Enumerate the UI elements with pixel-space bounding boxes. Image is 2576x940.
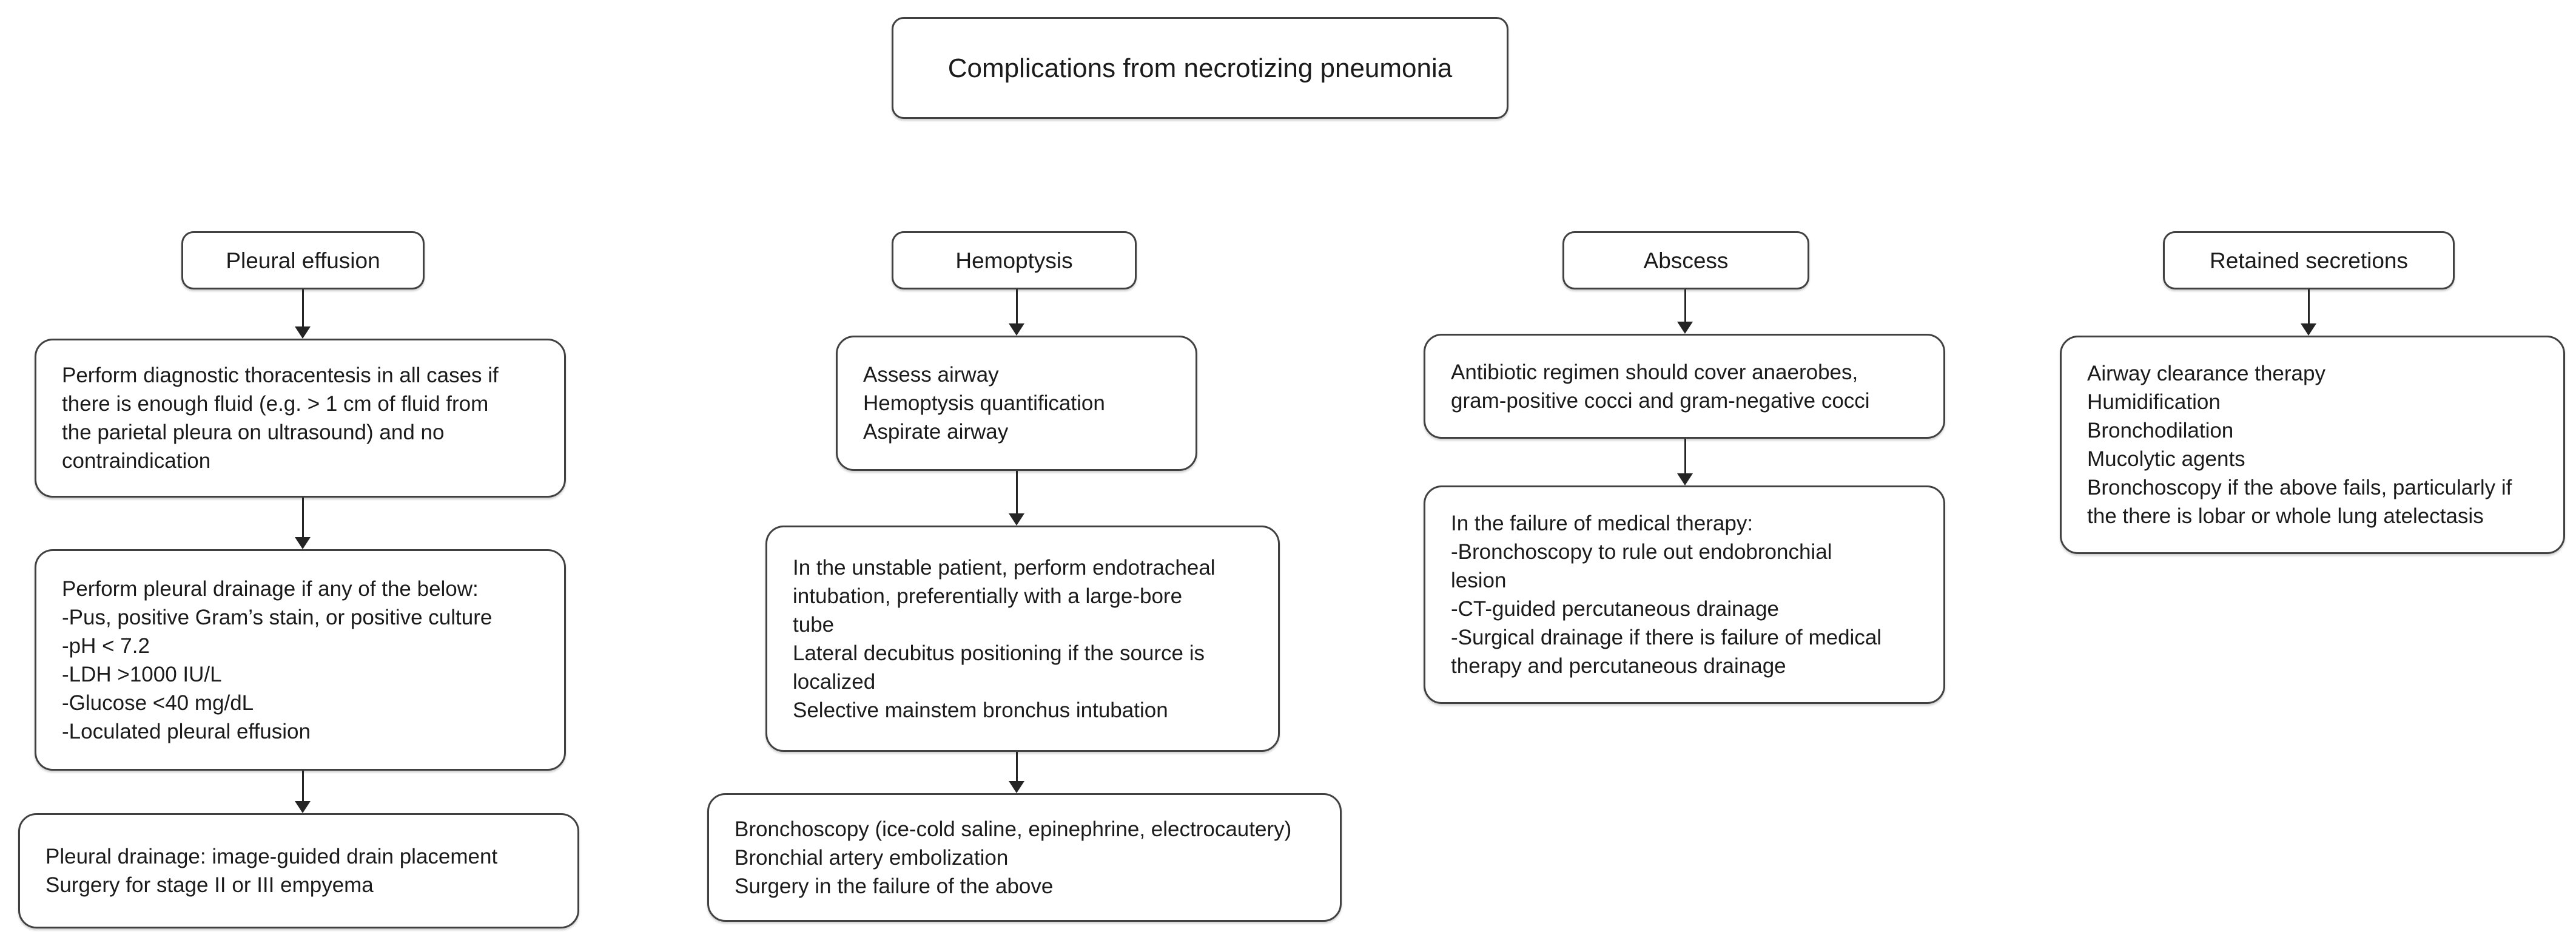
arrow-shaft (1684, 439, 1686, 476)
text-line: lesion (1451, 569, 1507, 592)
text-line: Airway clearance therapy (2087, 362, 2325, 385)
text-line: -pH < 7.2 (62, 634, 150, 658)
arrow-shaft (1015, 471, 1018, 516)
text-line: -Surgical drainage if there is failure o… (1451, 626, 1882, 649)
text-line: the parietal pleura on ultrasound) and n… (62, 421, 445, 444)
pleural-effusion-header: Pleural effusion (181, 231, 425, 289)
down-arrow-icon (1007, 471, 1026, 526)
text-line: Mucolytic agents (2087, 447, 2245, 471)
title-box: Complications from necrotizing pneumonia (892, 17, 1508, 119)
arrow-shaft (1015, 752, 1018, 783)
text-line: -LDH >1000 IU/L (62, 662, 222, 686)
text-line: tube (793, 612, 835, 637)
text-line: Bronchoscopy (ice-cold saline, epinephri… (735, 817, 1292, 841)
text-line: In the failure of medical therapy: (1451, 512, 1754, 535)
text-line: Pleural drainage: image-guided drain pla… (45, 845, 498, 868)
unstable-patient-box: In the unstable patient, perform endotra… (765, 526, 1280, 752)
text-line: Aspirate airway (863, 420, 1009, 444)
text-line: -Loculated pleural effusion (62, 719, 311, 743)
arrow-head (295, 801, 311, 813)
text-line: therapy and percutaneous drainage (1451, 654, 1786, 678)
arrow-head (1009, 781, 1024, 793)
text-line: Lateral decubitus positioning if the sou… (793, 641, 1205, 665)
text-line: the there is lobar or whole lung atelect… (2087, 504, 2484, 528)
antibiotic-regimen-box: Antibiotic regimen should cover anaerobe… (1424, 334, 1945, 439)
text-line: -Bronchoscopy to rule out endobronchial (1451, 540, 1832, 564)
down-arrow-icon (294, 498, 312, 549)
down-arrow-icon (1007, 289, 1026, 336)
text-line: Surgery in the failure of the above (735, 874, 1054, 898)
down-arrow-icon (1007, 752, 1026, 793)
text-line: Humidification (2087, 390, 2221, 414)
text-line: In the unstable patient, perform endotra… (793, 555, 1216, 580)
arrow-head (1009, 323, 1024, 336)
text-line: intubation, preferentially with a large-… (793, 584, 1183, 608)
text-line: Selective mainstem bronchus intubation (793, 698, 1168, 722)
arrow-shaft (301, 771, 304, 803)
airway-assessment-box: Assess airway Hemoptysis quantification … (836, 336, 1197, 471)
pleural-drainage-criteria-box: Perform pleural drainage if any of the b… (35, 549, 566, 771)
text-line: Bronchoscopy if the above fails, particu… (2087, 476, 2512, 499)
header-label: Retained secretions (2209, 248, 2409, 273)
hemoptysis-header: Hemoptysis (892, 231, 1137, 289)
arrow-head (2301, 323, 2316, 336)
text-line: -Pus, positive Gram’s stain, or positive… (62, 605, 493, 629)
arrow-head (1677, 322, 1693, 334)
text-line: Antibiotic regimen should cover anaerobe… (1451, 360, 1858, 384)
retained-secretions-header: Retained secretions (2163, 231, 2455, 289)
text-line: Bronchodilation (2087, 419, 2234, 442)
down-arrow-icon (294, 289, 312, 339)
down-arrow-icon (2299, 289, 2318, 336)
arrow-shaft (1684, 289, 1686, 324)
abscess-header: Abscess (1562, 231, 1809, 289)
arrow-head (1677, 473, 1693, 485)
arrow-head (1009, 513, 1024, 526)
text-line: Perform pleural drainage if any of the b… (62, 577, 479, 601)
pleural-drainage-treatment-box: Pleural drainage: image-guided drain pla… (18, 813, 579, 928)
header-label: Abscess (1643, 248, 1729, 273)
hemoptysis-treatment-box: Bronchoscopy (ice-cold saline, epinephri… (707, 793, 1342, 922)
text-line: Assess airway (863, 363, 999, 387)
down-arrow-icon (1676, 439, 1694, 485)
medical-therapy-failure-box: In the failure of medical therapy: -Bron… (1424, 485, 1945, 704)
text-line: there is enough fluid (e.g. > 1 cm of fl… (62, 392, 489, 416)
arrow-shaft (1015, 289, 1018, 326)
text-line: Bronchial artery embolization (735, 845, 1009, 870)
arrow-head (295, 537, 311, 549)
arrow-head (295, 326, 311, 339)
down-arrow-icon (1676, 289, 1694, 334)
down-arrow-icon (294, 771, 312, 813)
text-line: localized (793, 669, 876, 694)
text-line: -CT-guided percutaneous drainage (1451, 597, 1779, 621)
text-line: gram-positive cocci and gram-negative co… (1451, 388, 1870, 413)
header-label: Hemoptysis (955, 248, 1073, 273)
text-line: contraindication (62, 449, 211, 473)
text-line: Hemoptysis quantification (863, 391, 1105, 415)
text-line: Perform diagnostic thoracentesis in all … (62, 363, 499, 387)
text-line: Surgery for stage II or III empyema (45, 873, 374, 897)
thoracentesis-box: Perform diagnostic thoracentesis in all … (35, 339, 566, 498)
arrow-shaft (2307, 289, 2310, 326)
text-line: -Glucose <40 mg/dL (62, 691, 254, 715)
arrow-shaft (301, 289, 304, 329)
header-label: Pleural effusion (226, 248, 380, 273)
secretion-management-box: Airway clearance therapy Humidification … (2060, 336, 2565, 554)
diagram-title: Complications from necrotizing pneumonia (947, 53, 1453, 83)
arrow-shaft (301, 498, 304, 539)
